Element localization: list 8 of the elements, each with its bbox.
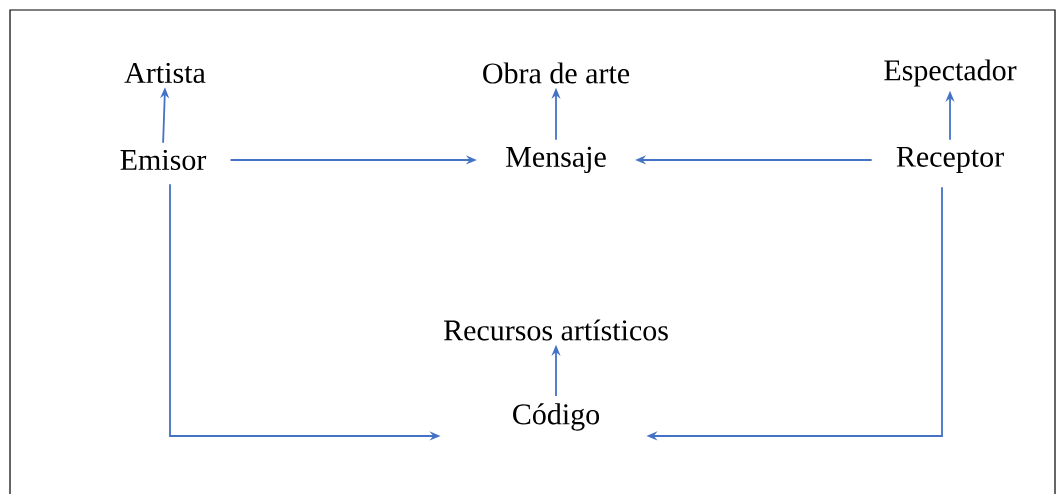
- node-label: Código: [513, 403, 600, 431]
- node-label: Artista: [124, 62, 206, 84]
- node-label: Emisor: [120, 149, 207, 171]
- node-label: Mensaje: [506, 146, 606, 174]
- node-label: Receptor: [896, 146, 1004, 173]
- node-label: Espectador: [884, 59, 1017, 87]
- node-label: Recursos artísticos: [444, 319, 668, 341]
- node-label: Obra de arte: [483, 62, 630, 84]
